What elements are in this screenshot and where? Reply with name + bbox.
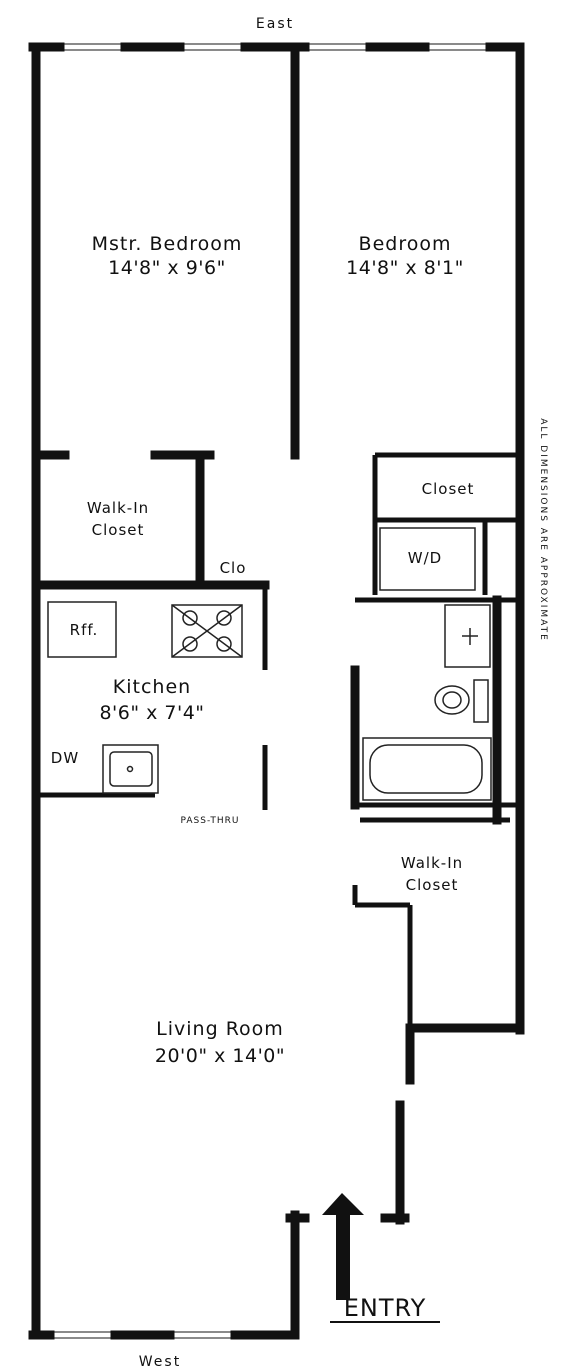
west-label: West (139, 1354, 181, 1370)
entry-label: ENTRY (344, 1294, 427, 1322)
entry-arrow (322, 1193, 364, 1300)
kitchen-name: Kitchen (113, 676, 191, 698)
washer-dryer-outline (379, 527, 476, 591)
walk-in-closet-1-line2: Closet (92, 521, 145, 539)
refrigerator-label: Rff. (70, 621, 99, 639)
refrigerator-outline (47, 601, 117, 658)
walk-in-closet-2-line2: Closet (406, 876, 459, 894)
washer-dryer-label: W/D (408, 549, 442, 567)
kitchen-sink (102, 744, 159, 794)
dimensions-note: ALL DIMENSIONS ARE APPROXIMATE (538, 418, 548, 642)
bedroom-dims: 14'8" x 8'1" (346, 257, 464, 279)
master-bedroom-dims: 14'8" x 9'6" (108, 257, 226, 279)
bath-sink (444, 604, 491, 668)
bathtub (362, 737, 492, 801)
living-room-dims: 20'0" x 14'0" (155, 1045, 285, 1067)
east-label: East (256, 16, 294, 32)
walk-in-closet-1-line1: Walk-In (87, 499, 149, 517)
kitchen-dims: 8'6" x 7'4" (99, 702, 204, 724)
clo-label: Clo (220, 559, 247, 577)
bedroom-name: Bedroom (359, 233, 452, 255)
pass-thru-label: PASS-THRU (181, 816, 240, 826)
living-room-name: Living Room (156, 1018, 284, 1040)
west-windows (50, 1331, 235, 1339)
interior-walls (31, 42, 520, 1028)
dishwasher-label: DW (51, 749, 79, 767)
walk-in-closet-2-line1: Walk-In (401, 854, 463, 872)
exterior-walls (28, 42, 525, 1340)
east-windows (60, 43, 490, 51)
toilet (434, 679, 489, 723)
kitchen-range (171, 604, 243, 658)
master-bedroom-name: Mstr. Bedroom (92, 233, 243, 255)
closet-label: Closet (422, 480, 475, 498)
